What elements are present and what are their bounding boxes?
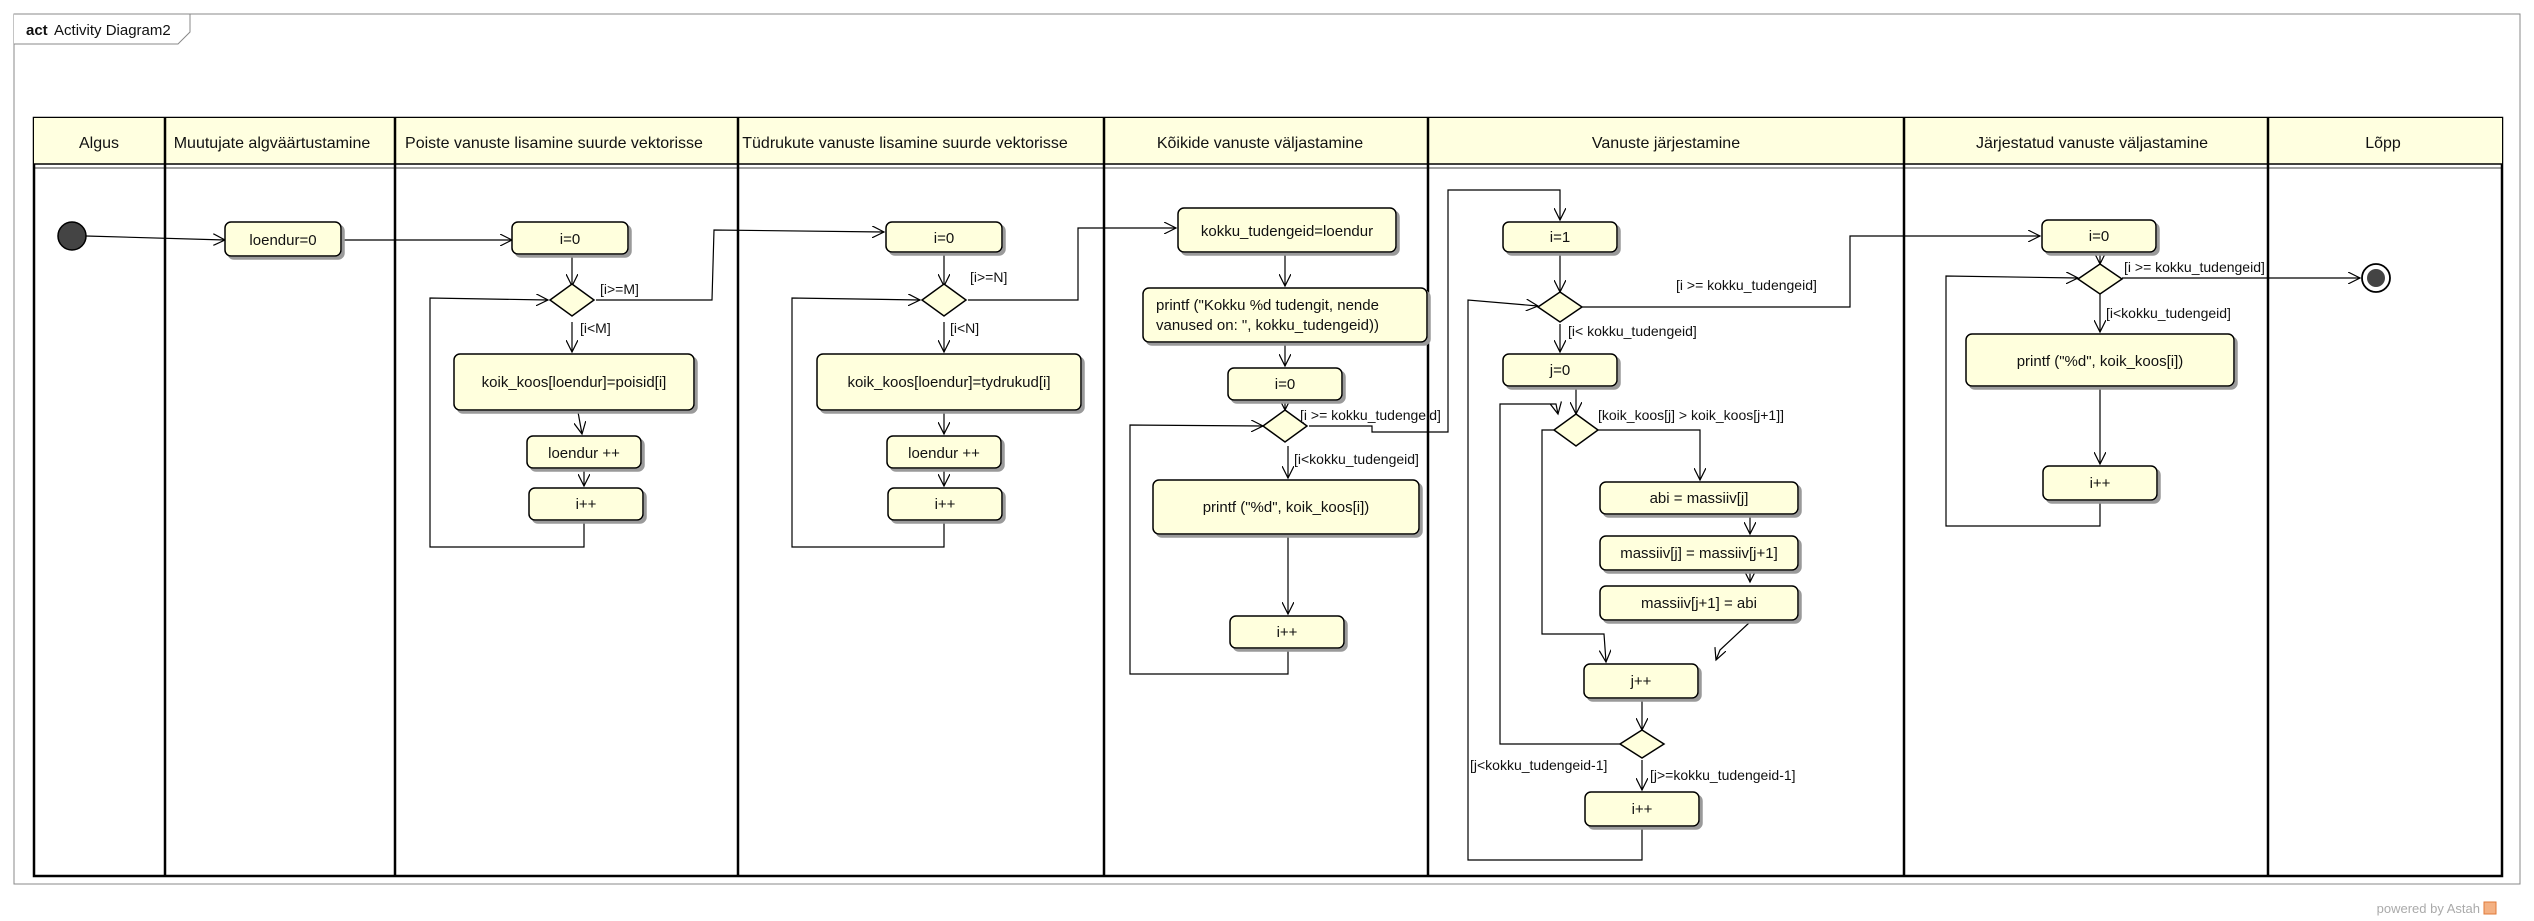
action-boys-i0[interactable] — [511, 221, 629, 255]
lane-title-girls: Tüdrukute vanuste lisamine suurde vektor… — [742, 135, 1068, 152]
action-girls-i0[interactable] — [885, 221, 1003, 253]
action-boys-assign[interactable] — [453, 353, 695, 411]
guard-boys-exit: [i>=M] — [600, 281, 639, 297]
action-boys-i-inc[interactable] — [528, 487, 644, 521]
action-boys-loendur-inc[interactable] — [526, 435, 642, 469]
label-girls-i0: i=0 — [934, 230, 954, 247]
label-print-header-2: vanused on: ", kokku_tudengeid)) — [1156, 317, 1379, 334]
astah-watermark: powered by Astah — [2377, 901, 2497, 916]
guard-sorted-exit: [i >= kokku_tudengeid] — [2124, 259, 2265, 275]
action-sorted-print[interactable] — [1965, 333, 2235, 387]
initial-node — [57, 221, 87, 251]
footer-text: powered by Astah — [2377, 901, 2480, 916]
guard-sort-inner-loop: [j<kokku_tudengeid-1] — [1470, 757, 1607, 773]
label-boys-loendur-inc: loendur ++ — [548, 445, 620, 462]
lane-title-boys: Poiste vanuste lisamine suurde vektoriss… — [405, 135, 703, 152]
guard-print-exit: [i >= kokku_tudengeid] — [1300, 407, 1441, 423]
label-boys-i-inc: i++ — [576, 496, 597, 513]
lane-title-sort: Vanuste järjestamine — [1592, 135, 1740, 152]
label-girls-loendur-inc: loendur ++ — [908, 445, 980, 462]
decision-sort-compare[interactable] — [1552, 413, 1600, 447]
action-print-header[interactable] — [1142, 287, 1428, 343]
guard-sort-inner-exit: [j>=kokku_tudengeid-1] — [1650, 767, 1796, 783]
label-sort-j-inc: j++ — [1630, 673, 1652, 690]
action-print-i0[interactable] — [1227, 367, 1343, 401]
label-boys-assign: koik_koos[loendur]=poisid[i] — [482, 374, 667, 391]
final-node — [2361, 263, 2391, 293]
lane-title-lopp: Lõpp — [2365, 135, 2401, 152]
label-sorted-i0: i=0 — [2089, 228, 2109, 245]
frame-title: act Activity Diagram2 — [26, 22, 171, 39]
action-sort-j0[interactable] — [1502, 353, 1618, 387]
label-print-header-1: printf ("Kokku %d tudengit, nende — [1156, 297, 1379, 314]
label-sort-abi: abi = massiiv[j] — [1650, 490, 1749, 507]
action-print-value[interactable] — [1152, 479, 1420, 535]
action-sort-swap1[interactable] — [1599, 535, 1799, 571]
label-girls-i-inc: i++ — [935, 496, 956, 513]
label-sort-swap1: massiiv[j] = massiiv[j+1] — [1620, 545, 1778, 562]
label-sorted-i-inc: i++ — [2090, 475, 2111, 492]
control-flows — [85, 189, 2360, 861]
astah-logo-icon — [2483, 901, 2497, 915]
decision-print-all[interactable] — [1261, 409, 1309, 443]
label-sort-i-inc: i++ — [1632, 801, 1653, 818]
action-sort-abi[interactable] — [1599, 481, 1799, 515]
label-sorted-print: printf ("%d", koik_koos[i]) — [2017, 353, 2184, 370]
action-girls-loendur-inc[interactable] — [886, 435, 1002, 469]
action-sorted-i0[interactable] — [2041, 219, 2157, 253]
action-sorted-i-inc[interactable] — [2042, 465, 2158, 501]
action-loendur-init[interactable] — [224, 221, 342, 257]
decision-print-sorted[interactable] — [2076, 263, 2124, 295]
guard-girls-loop: [i<N] — [950, 320, 979, 336]
action-girls-i-inc[interactable] — [887, 487, 1003, 521]
label-sort-j0: j=0 — [1549, 362, 1570, 379]
label-total: kokku_tudengeid=loendur — [1201, 223, 1373, 240]
action-print-i-inc[interactable] — [1229, 615, 1345, 649]
decision-boys[interactable] — [548, 283, 596, 317]
label-boys-i0: i=0 — [560, 231, 580, 248]
label-sort-i1: i=1 — [1550, 229, 1570, 246]
label-sort-swap2: massiiv[j+1] = abi — [1641, 595, 1757, 612]
label-print-value: printf ("%d", koik_koos[i]) — [1203, 499, 1370, 516]
action-sort-swap2[interactable] — [1599, 585, 1799, 621]
guard-print-loop: [i<kokku_tudengeid] — [1294, 451, 1419, 467]
action-sort-i-inc[interactable] — [1584, 791, 1700, 827]
guard-sort-outer-exit: [i >= kokku_tudengeid] — [1676, 277, 1817, 293]
label-print-i-inc: i++ — [1277, 624, 1298, 641]
lane-title-init: Muutujate algväärtustamine — [174, 135, 371, 152]
lane-title-print-all: Kõikide vanuste väljastamine — [1157, 135, 1363, 152]
guard-sort-compare: [koik_koos[j] > koik_koos[j+1]] — [1598, 407, 1784, 423]
label-print-i0: i=0 — [1275, 376, 1295, 393]
decision-girls[interactable] — [920, 283, 968, 317]
decision-sort-inner[interactable] — [1618, 729, 1666, 759]
action-girls-assign[interactable] — [816, 353, 1082, 411]
action-sort-i1[interactable] — [1502, 221, 1618, 253]
label-loendur-init: loendur=0 — [249, 232, 316, 249]
action-sort-j-inc[interactable] — [1583, 663, 1699, 699]
guard-boys-loop: [i<M] — [580, 320, 611, 336]
lane-title-print-sorted: Järjestatud vanuste väljastamine — [1976, 135, 2208, 152]
guard-sort-outer-loop: [i< kokku_tudengeid] — [1568, 323, 1697, 339]
lane-title-algus: Algus — [79, 135, 119, 152]
action-total[interactable] — [1177, 207, 1397, 253]
guard-sorted-loop: [i<kokku_tudengeid] — [2106, 305, 2231, 321]
decision-sort-outer[interactable] — [1536, 291, 1584, 323]
label-girls-assign: koik_koos[loendur]=tydrukud[i] — [847, 374, 1050, 391]
guard-girls-exit: [i>=N] — [970, 269, 1007, 285]
